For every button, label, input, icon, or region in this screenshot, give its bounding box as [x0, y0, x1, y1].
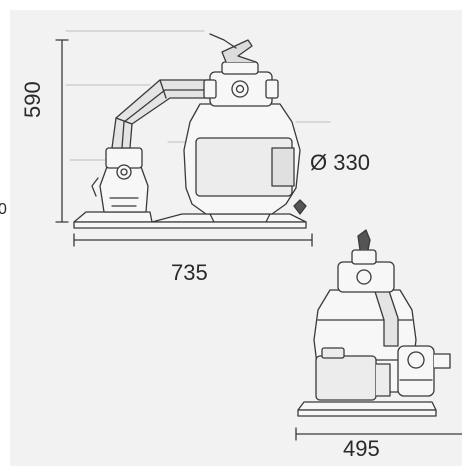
side-width-dimension-label: 495 — [343, 436, 380, 461]
side-multiport-valve — [337, 229, 395, 293]
side-base-plate — [297, 401, 437, 417]
dimension-line-height — [55, 39, 69, 223]
height-dimension-label: 590 — [20, 81, 45, 118]
side-motor — [315, 347, 391, 401]
tank-diameter-label: Ø 330 — [310, 150, 370, 175]
side-pump-housing — [397, 345, 451, 397]
front-pump — [91, 147, 149, 213]
leader-lines — [65, 30, 331, 161]
front-multiport-valve — [203, 33, 279, 107]
cropped-label-fragment: 0 — [0, 201, 7, 218]
dimension-line-width-front — [73, 233, 313, 247]
front-filter-tank — [183, 103, 307, 223]
front-width-dimension-label: 735 — [171, 260, 208, 285]
dimension-line-width-side — [295, 427, 462, 441]
